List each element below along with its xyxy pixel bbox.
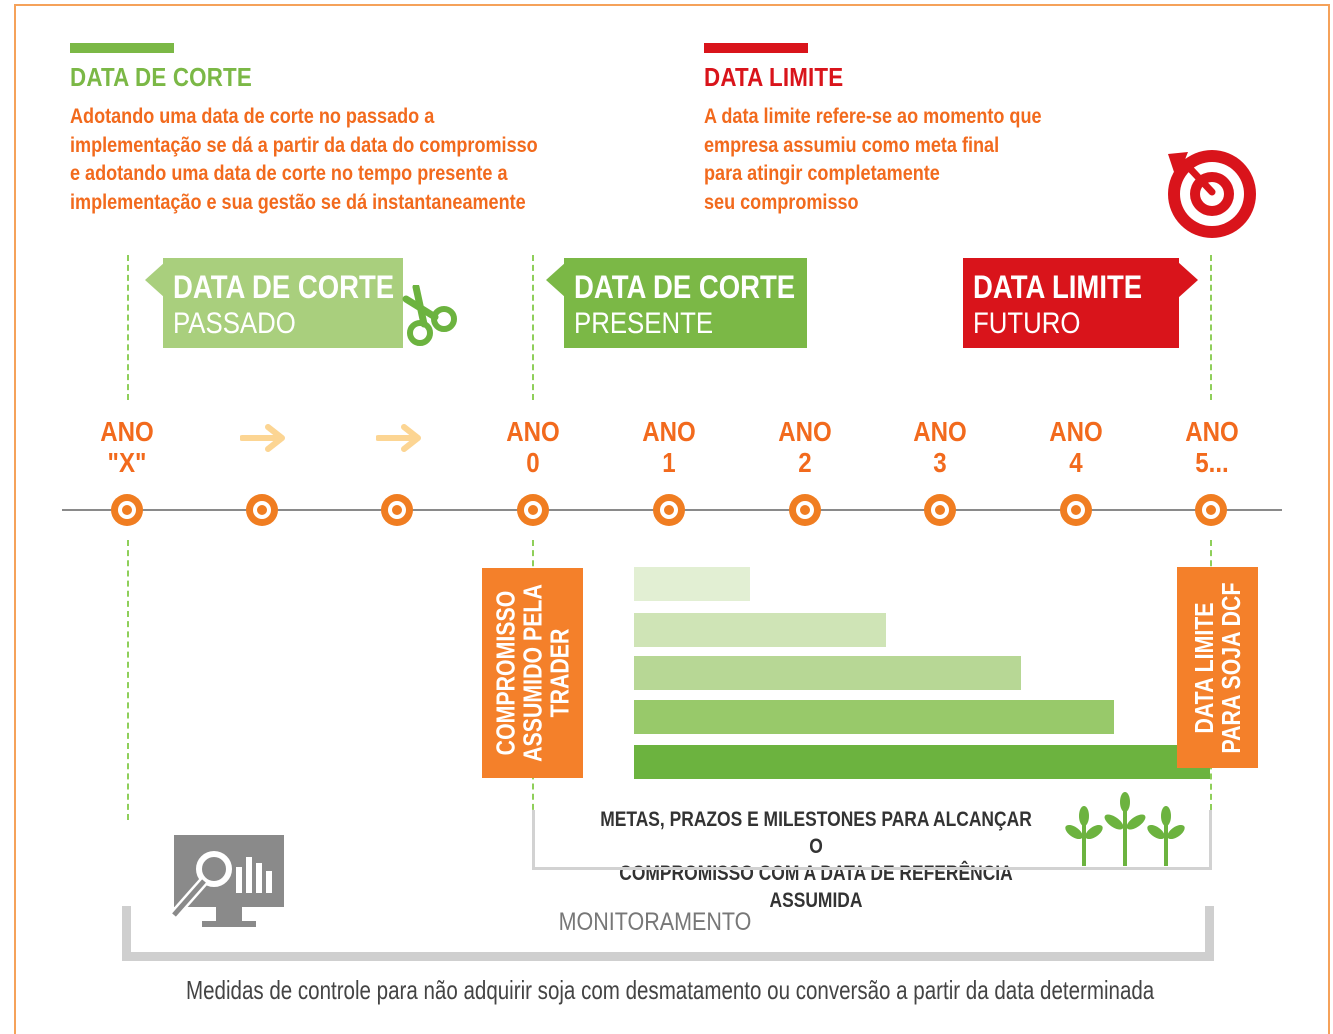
timeline-dot (381, 494, 413, 526)
milestones-bracket (532, 810, 1212, 870)
timeline-dot (1060, 494, 1092, 526)
year-label-word: ANO (778, 416, 832, 447)
arrow-right-icon (240, 424, 285, 452)
year-label-value: "X" (107, 447, 147, 478)
footnote: Medidas de controle para não adquirir so… (186, 975, 1155, 1005)
year-label-3: ANO 3 (888, 416, 991, 478)
year-label-value: 1 (662, 447, 676, 478)
year-label-word: ANO (100, 416, 154, 447)
dashed-line-year-0 (532, 255, 534, 400)
year-label-word: ANO (506, 416, 560, 447)
year-label-2: ANO 2 (753, 416, 856, 478)
deadline-future-box: DATA LIMITE FUTURO (963, 258, 1179, 348)
box-pointer-left-present (546, 262, 566, 298)
deadline-dcf-label: DATA LIMITE PARA SOJA DCF (1188, 582, 1246, 753)
year-label-value: 5... (1195, 447, 1229, 478)
commitment-label: COMPROMISSO ASSUMIDO PELA TRADER (490, 584, 574, 762)
deadline-dcf-box: DATA LIMITE PARA SOJA DCF (1177, 567, 1258, 768)
progress-bar (634, 567, 750, 601)
timeline-dot (111, 494, 143, 526)
dashed-line-year-x (127, 255, 129, 400)
progress-bar (634, 656, 1021, 690)
arrow-right-icon (376, 424, 421, 452)
year-label-word: ANO (1049, 416, 1103, 447)
year-label-1: ANO 1 (617, 416, 720, 478)
green-accent-bar (70, 43, 174, 53)
progress-bar (634, 745, 1210, 779)
box-pointer-left (145, 262, 165, 298)
timeline-dot (246, 494, 278, 526)
right-header-description: A data limite refere-se ao momento que e… (704, 105, 1042, 214)
year-label-4: ANO 4 (1024, 416, 1127, 478)
red-accent-bar (704, 43, 808, 53)
monitoring-label: MONITORAMENTO (558, 908, 752, 936)
deadline-future-title: DATA LIMITE (973, 269, 1143, 305)
timeline-dot (1195, 494, 1227, 526)
cutoff-past-title: DATA DE CORTE (173, 269, 395, 305)
left-header-description: Adotando uma data de corte no passado a … (70, 105, 538, 214)
cutoff-past-box: DATA DE CORTE PASSADO (163, 258, 403, 348)
cutoff-present-subtitle: PRESENTE (574, 307, 714, 340)
deadline-future-subtitle: FUTURO (973, 307, 1081, 340)
cutoff-present-box: DATA DE CORTE PRESENTE (564, 258, 807, 348)
year-label-word: ANO (642, 416, 696, 447)
dashed-line-year-x-lower (127, 540, 129, 820)
year-label-value: 4 (1069, 447, 1083, 478)
year-label-0: ANO 0 (481, 416, 584, 478)
box-pointer-right (1178, 262, 1198, 298)
year-label-word: ANO (1185, 416, 1239, 447)
right-header-title: DATA LIMITE (704, 62, 844, 92)
progress-bar (634, 613, 886, 647)
target-icon (1168, 150, 1256, 238)
year-label-value: 2 (798, 447, 812, 478)
year-label-5: ANO 5... (1160, 416, 1263, 478)
scissors-icon (402, 285, 457, 346)
dashed-line-year-5 (1210, 255, 1212, 400)
monitor-analytics-icon (170, 835, 284, 927)
cutoff-past-subtitle: PASSADO (173, 307, 296, 340)
left-header-title: DATA DE CORTE (70, 62, 252, 92)
progress-bar (634, 700, 1114, 734)
year-label-x: ANO "X" (75, 416, 178, 478)
timeline-dot (653, 494, 685, 526)
year-label-value: 0 (526, 447, 540, 478)
timeline-dot (789, 494, 821, 526)
monitoring-bracket (122, 906, 1214, 961)
timeline-dot (924, 494, 956, 526)
cutoff-present-title: DATA DE CORTE (574, 269, 796, 305)
diagram-frame (14, 4, 1330, 1034)
commitment-box: COMPROMISSO ASSUMIDO PELA TRADER (482, 568, 583, 778)
sprout-icon (1065, 792, 1185, 866)
year-label-word: ANO (913, 416, 967, 447)
timeline-dot (517, 494, 549, 526)
year-label-value: 3 (933, 447, 947, 478)
